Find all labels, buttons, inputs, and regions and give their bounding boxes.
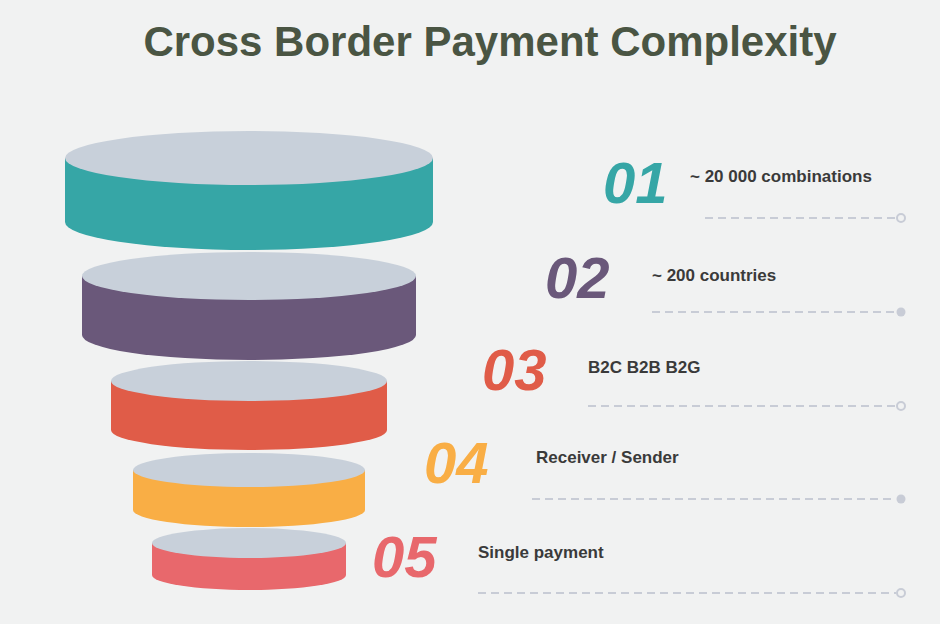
line-end-dot: [897, 214, 905, 222]
callout-number: 04: [424, 434, 489, 492]
callout-number: 02: [545, 249, 610, 307]
item-label: ~ 200 countries: [652, 266, 776, 286]
dashed-line: [478, 592, 896, 594]
diagram-title: Cross Border Payment Complexity: [143, 18, 836, 66]
item-label: B2C B2B B2G: [588, 358, 700, 378]
dashed-line: [532, 498, 896, 500]
callout-number: 05: [372, 528, 437, 586]
callout-number: 01: [603, 154, 668, 212]
callout-number: 03: [482, 341, 547, 399]
funnel-disc-top: [82, 252, 416, 300]
funnel-disc-top: [65, 131, 433, 185]
line-end-dot: [897, 495, 906, 504]
item-label: ~ 20 000 combinations: [690, 167, 872, 187]
funnel-disc-top: [111, 361, 387, 401]
line-end-dot: [897, 402, 905, 410]
dashed-line: [588, 405, 896, 407]
line-end-dot: [897, 589, 905, 597]
funnel-disc-top: [152, 528, 346, 558]
dashed-line: [705, 217, 896, 219]
dashed-line: [652, 311, 896, 313]
item-label: Receiver / Sender: [536, 448, 679, 468]
item-label: Single payment: [478, 543, 604, 563]
line-end-dot: [897, 308, 906, 317]
funnel-disc-top: [133, 453, 365, 487]
